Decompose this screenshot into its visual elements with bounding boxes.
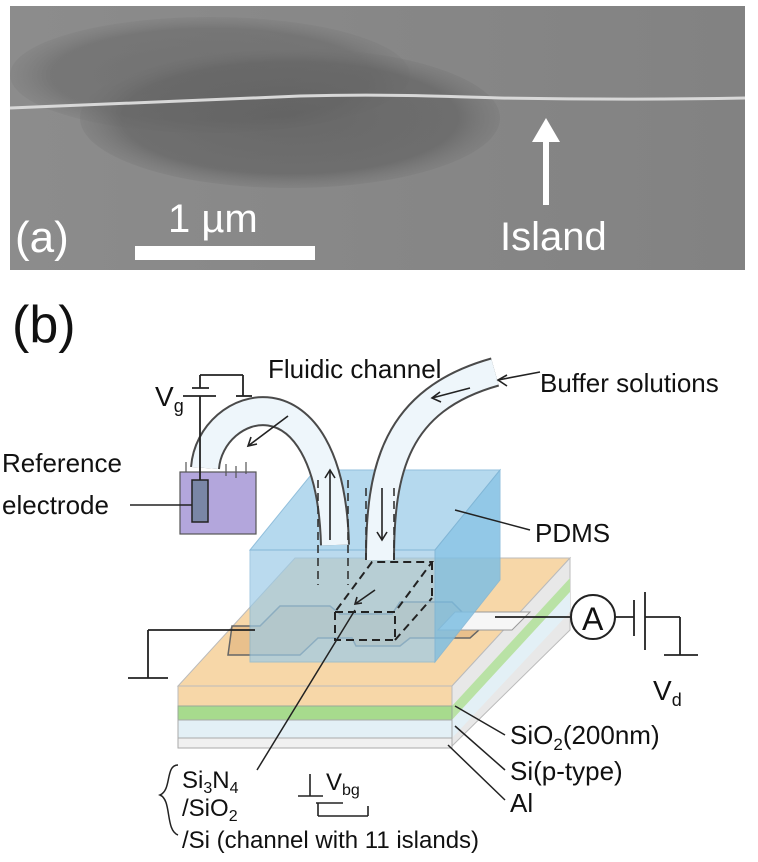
- island-arrow-head: [532, 118, 560, 142]
- si-label: Si(p-type): [510, 756, 623, 786]
- reference-beaker: [130, 462, 257, 535]
- reference-label-line2: electrode: [2, 490, 109, 520]
- island-label: Island: [500, 215, 607, 259]
- reference-label-line1: Reference: [2, 448, 122, 478]
- fluidic-channel-label: Fluidic channel: [268, 354, 441, 384]
- silicon-wire: [9, 93, 746, 110]
- sio2-side: [452, 578, 570, 720]
- top-layer-front: [177, 685, 453, 707]
- pdms-label: PDMS: [535, 518, 610, 548]
- buffer-solutions-label: Buffer solutions: [540, 368, 719, 398]
- ammeter-label: A: [582, 601, 604, 637]
- al-layer: [177, 737, 453, 749]
- panel-a: (a) 1 µm Island: [9, 6, 746, 270]
- dark-region-lower: [80, 48, 500, 188]
- scale-bar-label: 1 µm: [168, 197, 258, 241]
- reference-electrode: [191, 479, 209, 523]
- channel-label: /Si (channel with 11 islands): [182, 827, 479, 854]
- panel-b-label: (b): [12, 296, 76, 354]
- sio2-label: SiO2(200nm): [510, 720, 660, 754]
- pdms-front-face: [249, 549, 436, 663]
- beaker-ticks: [185, 462, 247, 478]
- layer-brace: [158, 764, 179, 836]
- vbg-label: Vbg: [326, 769, 360, 799]
- si-layer: [177, 719, 453, 739]
- ground-left: [128, 629, 255, 679]
- si3n4-label: Si3N4: [182, 767, 239, 797]
- flow-arrows: [246, 371, 541, 605]
- vd-label: Vd: [653, 675, 682, 710]
- vbg-circuit: [298, 774, 369, 817]
- sio2-layer: [177, 705, 453, 721]
- leader-lines: [256, 509, 531, 801]
- panel-a-label: (a): [15, 213, 69, 262]
- vg-circuit: [183, 374, 252, 480]
- si-side: [452, 592, 570, 738]
- ammeter-circuit: A: [495, 592, 698, 656]
- sio2-layer-label: /SiO2: [182, 795, 238, 825]
- panel-b: (b): [2, 296, 719, 854]
- al-label: Al: [510, 788, 533, 818]
- vg-label: Vg: [155, 381, 184, 416]
- cavity-outline: [333, 561, 434, 641]
- fluidic-tubes: [190, 357, 500, 585]
- scale-bar: [135, 246, 315, 260]
